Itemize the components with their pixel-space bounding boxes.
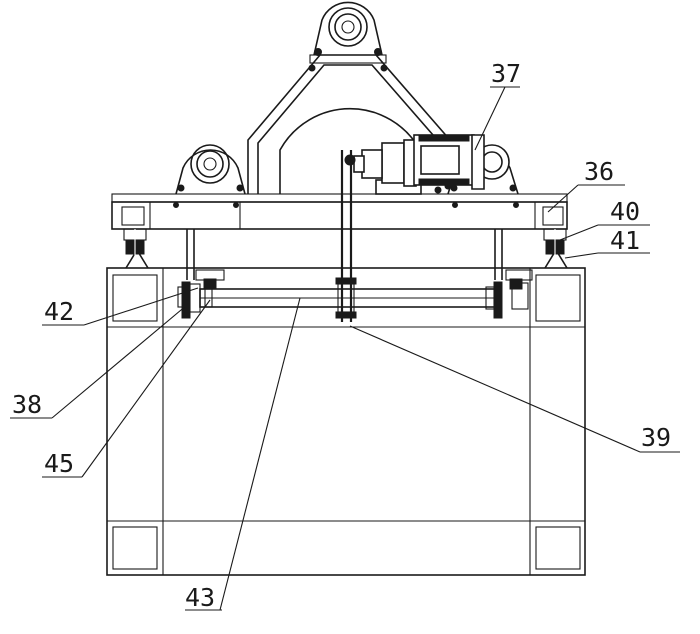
right-bearing <box>485 278 529 319</box>
label-36: 36 <box>584 157 614 186</box>
left-lug <box>175 144 246 195</box>
chain-drive <box>335 150 357 322</box>
shaft <box>199 288 499 308</box>
leader-lines <box>10 86 680 611</box>
left-bearing <box>177 278 217 319</box>
label-39: 39 <box>641 423 671 452</box>
label-45: 45 <box>44 449 74 478</box>
part-labels: 37 36 40 41 42 38 45 43 39 <box>12 59 671 612</box>
lower-frame <box>106 267 586 576</box>
label-42: 42 <box>44 297 74 326</box>
label-41: 41 <box>610 226 640 255</box>
label-43: 43 <box>185 583 215 612</box>
motor <box>344 134 510 195</box>
hanging-posts <box>186 229 533 281</box>
support-triangles <box>125 248 568 269</box>
label-40: 40 <box>610 197 640 226</box>
label-37: 37 <box>491 59 521 88</box>
wheel-hanger-left <box>123 228 147 256</box>
wheel-hanger-right <box>543 228 567 256</box>
label-38: 38 <box>12 390 42 419</box>
crossbeam <box>111 193 568 230</box>
top-lug <box>313 1 383 56</box>
